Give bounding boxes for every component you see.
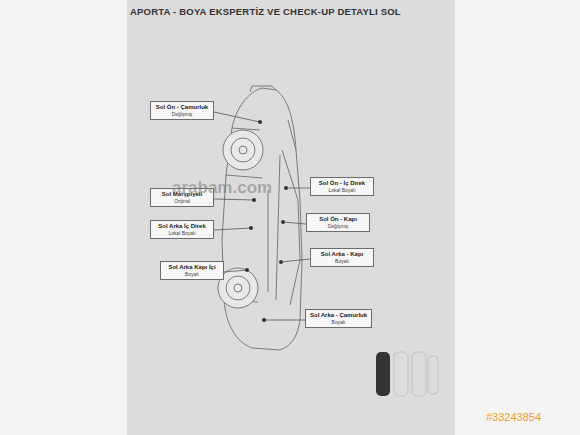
part-name: Sol Arka - Çamurluk bbox=[310, 312, 367, 319]
callout-box: Sol Arka İç DirekLokal Boyalı bbox=[150, 220, 214, 239]
part-name: Sol Ön - İç Direk bbox=[315, 180, 369, 187]
callout-box: Sol Ön - KapıDeğişmiş bbox=[306, 213, 370, 232]
callout-box: Sol Arka - ÇamurlukBoyalı bbox=[305, 309, 372, 328]
part-status: Boyalı bbox=[310, 319, 367, 325]
part-status: Boyalı bbox=[165, 271, 219, 277]
part-name: Sol Ön - Kapı bbox=[311, 216, 365, 223]
callout-box: Sol Arka - KapıBoyalı bbox=[310, 248, 374, 267]
part-name: Sol Arka Kapı İçi bbox=[165, 264, 219, 271]
callout-box: Sol Ön - İç DirekLokal Boyalı bbox=[310, 177, 374, 196]
paper-ground bbox=[127, 0, 455, 435]
part-status: Lokal Boyalı bbox=[155, 230, 209, 236]
callout-box: Sol Arka Kapı İçiBoyalı bbox=[160, 261, 224, 280]
part-name: Sol Arka İç Direk bbox=[155, 223, 209, 230]
part-status: Boyalı bbox=[315, 258, 369, 264]
part-status: Değişmiş bbox=[155, 111, 209, 117]
part-status: Lokal Boyalı bbox=[315, 187, 369, 193]
part-status: Değişmiş bbox=[311, 223, 365, 229]
watermark: arabam.com bbox=[172, 178, 272, 198]
callout-box: Sol Ön - ÇamurlukDeğişmiş bbox=[150, 101, 214, 120]
part-status: Orijinal bbox=[155, 198, 209, 204]
page-title: APORTA - BOYA EKSPERTİZ VE CHECK-UP DETA… bbox=[130, 6, 401, 17]
part-name: Sol Arka - Kapı bbox=[315, 251, 369, 258]
part-name: Sol Ön - Çamurluk bbox=[155, 104, 209, 111]
listing-number: #33243854 bbox=[486, 411, 541, 423]
